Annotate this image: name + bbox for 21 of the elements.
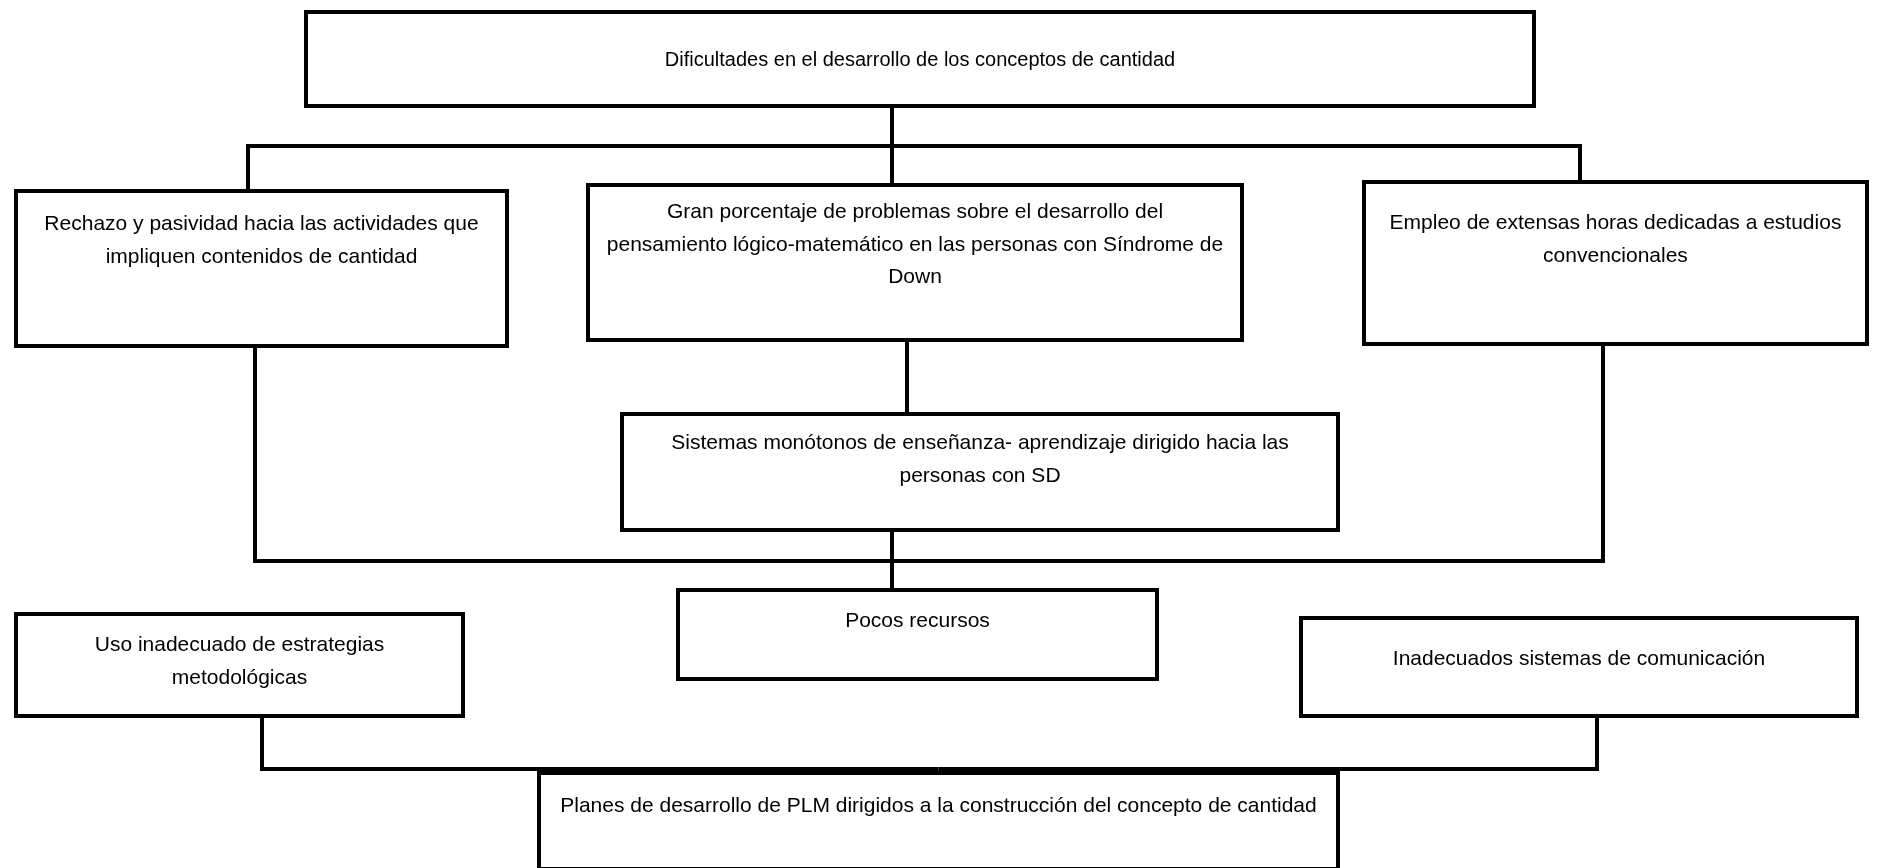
box-text: Uso inadecuado de estrategias metodológicas: [93, 631, 386, 690]
connector-line: [260, 718, 939, 771]
text-box: [537, 771, 1340, 868]
text-box: [1299, 616, 1859, 718]
text-box: [1362, 180, 1869, 346]
text-box: [586, 183, 1244, 342]
text-box: [676, 588, 1159, 681]
connector-line: [938, 718, 1599, 771]
box-text: Planes de desarrollo de PLM dirigidos a la construcción del concepto de cantidad: [560, 792, 1317, 818]
text-box: [14, 612, 465, 718]
text-box: [304, 10, 1536, 108]
box-text: Empleo de extensas horas dedicadas a estudios convencionales: [1388, 209, 1843, 268]
box-text: Dificultades en el desarrollo de los conceptos de cantidad: [664, 47, 1176, 72]
connector-line: [905, 342, 909, 412]
box-text: Sistemas monótonos de enseñanza- aprendizaje dirigido hacia las personas con SD: [670, 429, 1290, 488]
box-text: Gran porcentaje de problemas sobre el desarrollo del pensamiento lógico-matemático en las personas con Síndrome de Down: [605, 198, 1225, 290]
text-box: [14, 189, 509, 348]
text-box: [620, 412, 1340, 532]
box-text: Rechazo y pasividad hacia las actividades que impliquen contenidos de cantidad: [43, 210, 480, 269]
box-text: Inadecuados sistemas de comunicación: [1392, 645, 1766, 671]
box-text: Pocos recursos: [845, 607, 990, 633]
